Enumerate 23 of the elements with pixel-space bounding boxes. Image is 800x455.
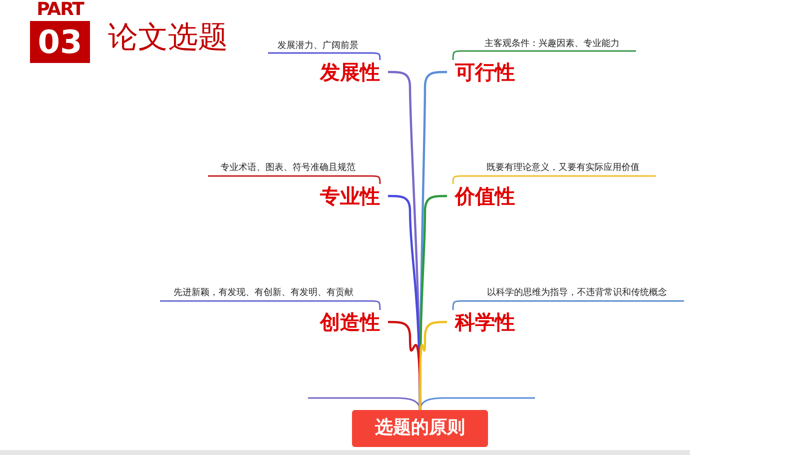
detail-text: 先进新颖，有发现、有创新、有发明、有贡献: [160, 287, 367, 301]
branch-line: [208, 175, 381, 184]
branch-line: [452, 50, 636, 60]
topic-label: 发展性: [312, 60, 388, 84]
detail-text: 专业术语、图表、符号准确且规范: [208, 162, 368, 176]
detail-text: 发展潜力、广阔前景: [268, 40, 368, 53]
topic-label: 专业性: [312, 184, 388, 208]
topic-label: 可行性: [447, 60, 523, 84]
topic-label: 创造性: [312, 310, 388, 334]
section-number: 03: [30, 21, 90, 63]
branch-line: [452, 175, 656, 184]
root-box: 选题的原则: [352, 410, 488, 447]
topic-label: 价值性: [447, 184, 523, 208]
branch-line: [418, 320, 447, 410]
branch-line: [160, 300, 381, 310]
detail-text: 既要有理论意义，又要有实际应用价值: [470, 162, 656, 176]
branch-line: [268, 52, 381, 60]
title: 论文选题: [108, 19, 228, 57]
branch-line: [452, 300, 684, 310]
topic-label: 科学性: [447, 310, 523, 334]
detail-text: 以科学的思维为指导，不违背常识和传统概念: [470, 287, 684, 301]
detail-text: 主客观条件：兴趣因素、专业能力: [468, 38, 636, 51]
part-label: PART: [36, 0, 85, 20]
